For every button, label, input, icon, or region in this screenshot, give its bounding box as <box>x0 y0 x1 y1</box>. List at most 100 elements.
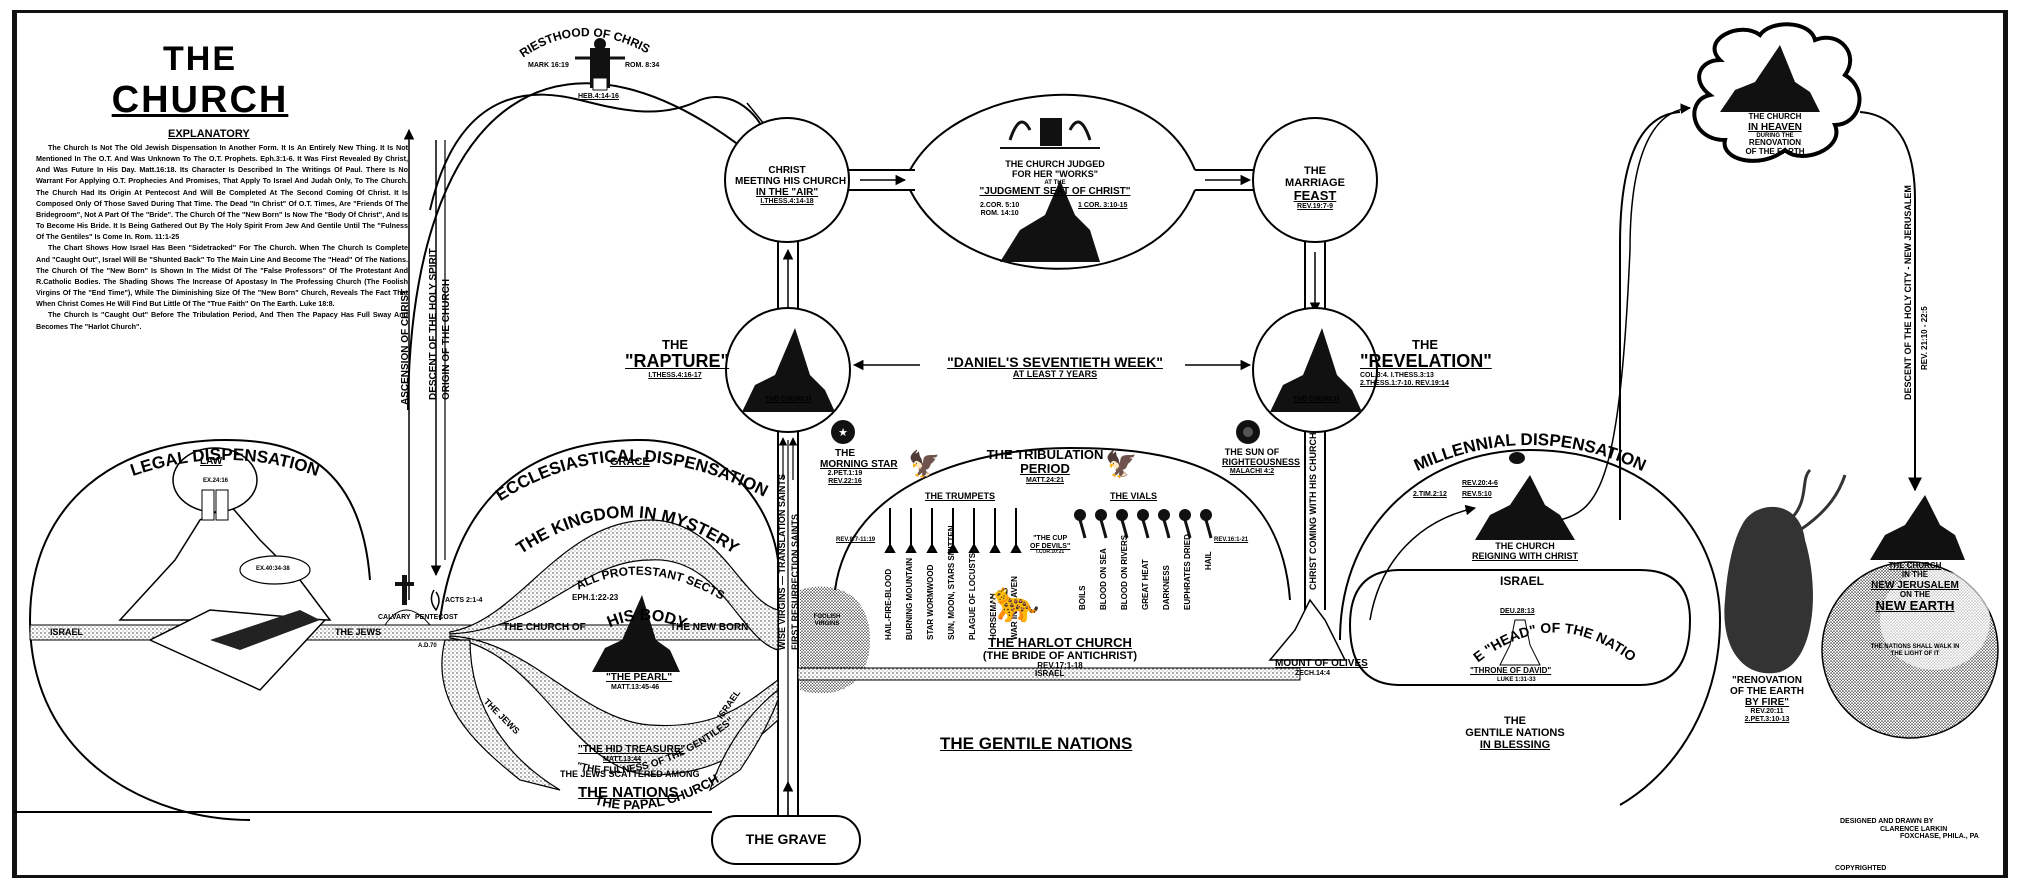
sun-of-righteousness-icon <box>1236 420 1260 444</box>
morning-star-ref1: 2.Pet.1:19 <box>827 470 863 477</box>
explanatory-heading: Explanatory <box>168 128 250 140</box>
gentile-nations-label: The Gentile Nations <box>940 734 1133 753</box>
cup-line1: "The Cup <box>1033 535 1068 542</box>
vial-icon <box>1179 509 1192 539</box>
trumpet-icon <box>989 508 1001 553</box>
vial-icon <box>1137 509 1150 539</box>
page-title: The Church <box>110 40 290 123</box>
rapture-line2: "Rapture" <box>625 351 730 372</box>
vial-icon <box>1074 509 1087 539</box>
new-earth-line2: In The <box>1901 569 1929 579</box>
church-building-icon <box>1000 180 1100 262</box>
meeting-ref: I.Thess.4:14-18 <box>760 198 814 205</box>
israel-millennial-label: Israel <box>1500 574 1545 588</box>
translation-saints-label: Wise Virgins — Translation Saints <box>777 474 787 650</box>
judgment-seat-icon <box>1000 118 1100 149</box>
seventieth-week-label: "Daniel's Seventieth Week" At Least 7 Ye… <box>925 354 1185 380</box>
revelation-church-label: The Church <box>1293 396 1340 403</box>
heaven-line2: In Heaven <box>1748 121 1802 133</box>
throne-of-david-icon <box>1499 619 1541 666</box>
priesthood-inner-arc <box>429 93 766 211</box>
acts-ref: Acts 2:1-4 <box>445 597 483 604</box>
calvary-label: Calvary <box>378 614 411 621</box>
renovation-line3: By Fire" <box>1744 697 1789 708</box>
morning-star-line1: The <box>835 448 855 459</box>
hid-treasure-label: "The Hid Treasure" <box>578 744 686 755</box>
morning-star-ref2: Rev.22:16 <box>828 477 862 485</box>
nations-walk-label: The Nations Shall Walk In The Light Of I… <box>1870 644 1960 657</box>
new-earth-line4: On The <box>1899 589 1931 599</box>
crown-icon <box>1509 452 1525 464</box>
harlot-church-label: The Harlot Church (The Bride Of Antichri… <box>980 635 1140 671</box>
law-label: Law <box>200 456 223 467</box>
the-jews-label: The Jews <box>335 627 382 637</box>
tribulation-ref: Matt.24:21 <box>1026 476 1064 484</box>
pentecost-flame-icon <box>430 589 440 612</box>
explanatory-paragraph: The Chart Shows How Israel Has Been "Sid… <box>36 243 408 309</box>
eagle-vials-icon: 🦅 <box>1105 449 1138 479</box>
judgment-lens <box>909 93 1196 270</box>
sun-line2: Righteousness <box>1222 456 1301 467</box>
harlot-title: The Harlot Church <box>988 635 1132 650</box>
priesthood-ref-left: Mark 16:19 <box>528 62 569 69</box>
church-building-icon <box>1870 495 1965 560</box>
ad70-label: A.D.70 <box>418 643 437 649</box>
mount-sinai-icon <box>118 447 332 691</box>
rapture-ref: I.Thess.4:16-17 <box>648 372 702 380</box>
calvary-cross-icon <box>384 575 432 626</box>
revelation-line1: The <box>1412 337 1438 352</box>
israel-head-oval <box>1348 569 1692 686</box>
renovation-ref1: Rev.20:11 <box>1750 708 1784 715</box>
morning-star-line2: Morning Star <box>820 459 898 470</box>
trumpet-icon <box>1010 508 1022 553</box>
seventieth-line1: "Daniel's Seventieth Week" <box>947 354 1163 370</box>
revelation-label: The "Revelation" Col.3:4. I.Thess.3:13 2… <box>1360 337 1492 387</box>
vial-icon <box>1158 509 1171 539</box>
pearl-ref: Matt.13:45-46 <box>611 684 660 691</box>
meeting-line3: In The "Air" <box>755 187 819 198</box>
marriage-line3: Feast <box>1293 188 1337 204</box>
trumpet-icon <box>947 508 959 553</box>
meeting-line2: Meeting His Church <box>735 176 847 187</box>
heaven-line1: The Church <box>1748 112 1802 121</box>
heaven-label: The Church In Heaven During The Renovati… <box>1730 112 1820 157</box>
millennial-ref1: Rev.20:4-6 <box>1462 480 1498 487</box>
tribulation-title1: The Tribulation <box>986 447 1104 462</box>
new-earth-line5: New Earth <box>1875 598 1955 614</box>
trumpet-label: Hail-Fire-Blood <box>884 568 893 640</box>
cup-line2: Of Devils" <box>1030 542 1071 550</box>
sun-label: The Sun Of Righteousness Malachi 4:2 <box>1222 447 1301 475</box>
origin-church-label: Origin Of The Church <box>441 278 452 400</box>
credits-line2: Clarence Larkin <box>1880 825 1948 833</box>
foolish-virgins-blob <box>800 586 870 694</box>
vial-icon <box>1095 509 1108 539</box>
priesthood-ref-bottom: Heb.4:14-16 <box>578 93 619 100</box>
throne-david-label: "Throne Of David" <box>1470 666 1552 675</box>
meeting-line1: Christ <box>768 165 806 176</box>
hid-treasure-ref: Matt.13:44 <box>603 756 641 763</box>
millennial-ref3: Rev.5:10 <box>1462 491 1492 498</box>
explanatory-paragraph: The Church Is Not The Old Jewish Dispens… <box>36 143 408 242</box>
vials-label: The Vials <box>1110 491 1158 501</box>
new-earth-line1: The Church <box>1888 561 1942 570</box>
credits-line1: Designed and Drawn By <box>1840 818 1934 825</box>
vial-icon <box>1116 509 1129 539</box>
beast-icon: 🐆 <box>990 580 1040 624</box>
credits-line3: Foxchase, Phila., PA <box>1900 833 1979 841</box>
reigning-line2: Reigning With Christ <box>1472 550 1578 561</box>
harlot-ref: Rev.17:1-18 <box>1037 661 1083 671</box>
tribulation-title: The Tribulation Period Matt.24:21 <box>985 447 1105 484</box>
harlot-sub: (The Bride Of Antichrist) <box>982 650 1138 663</box>
new-jerusalem-descent-label: Descent Of The Holy City - New Jerusalem <box>1903 185 1913 400</box>
trumpet-label: Star Wormwood <box>926 564 935 640</box>
meeting-circle <box>724 117 850 243</box>
copyright-label: Copyrighted <box>1835 865 1887 872</box>
new-jerusalem-ref: Rev. 21:10 - 22:5 <box>1920 306 1929 370</box>
judgment-label: The Church Judged For Her "Works" At The… <box>975 159 1135 197</box>
trumpet-label: Sun, Moon, Stars Smitten <box>947 525 956 640</box>
judgment-ref-left1: 2.Cor. 5:10 <box>980 202 1020 209</box>
nations-label: The Nations <box>578 784 679 801</box>
priesthood-label: Priesthood Of Christ <box>0 0 652 60</box>
renovation-label: "Renovation Of The Earth By Fire" Rev.20… <box>1722 675 1812 723</box>
